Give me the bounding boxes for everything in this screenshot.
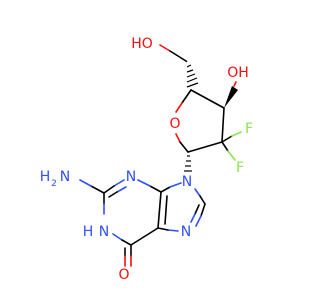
atom-label-n9: N [182,174,192,190]
bond-o-c1-c [179,141,189,153]
bond-c4-c3 [190,89,225,109]
bond-o-c1-o [175,133,181,143]
atom-label-nh2-sub: 2 [51,179,57,189]
bond-c4-n3-c [149,185,162,193]
atom-label-ho-primary: HO [131,36,153,52]
bond-n1-c6-n [112,233,123,241]
bond-c4-o-o [175,102,183,113]
bond-ho-c5prime-c [169,50,187,62]
atom-label-n1-h: H [83,224,94,240]
bond-c2-fu-c [221,135,233,143]
bond-n9-c8-n [194,188,201,197]
bond-c5-c4-b [164,195,168,225]
bond-n7-c5-c [157,227,169,231]
atom-label-f-lower: F [236,160,244,176]
stereo-hash-c1-n9 [184,155,192,172]
bond-c8-n7-c2 [194,204,200,215]
bond-n3-c2-c2 [108,191,118,198]
bond-c2-fu-f [231,131,242,137]
atom-label-f-upper: F [245,121,253,137]
stereo-wedge-c3-oh [224,86,238,108]
bond-c4-n9-c [160,186,171,193]
bond-c1-c2 [187,141,223,153]
bond-c4-n3-n [137,179,151,187]
bond-c8-n7-n2 [190,213,196,223]
bond-ho-c5prime-o [159,44,171,52]
bond-n1-c6-c [121,239,132,246]
bond-c2-nh2-n [79,179,92,187]
atom-label-n7: N [181,224,191,240]
bond-c2-fl-f [227,150,236,161]
bond-c2-nh2-c [90,185,105,194]
bond-n3-c2-c [103,185,115,194]
bond-c4-o-c [181,89,192,104]
bond-n3-c2-n2 [116,186,127,193]
bond-c5-c4 [157,191,162,229]
molecule-structure: HO OH O F F N N H 2 N N H N O [40,36,253,283]
bond-n9-c8-c [199,195,206,205]
bond-c8-n7-n [195,215,202,227]
bond-n3-c2-n [113,179,125,187]
bond-c8-n7-c [200,203,206,217]
bond-c3-oh-tip [233,81,237,87]
stereo-hash-c4 [185,60,199,88]
bond-c2-fl-c [221,141,229,152]
atom-label-oh-ring: OH [227,65,249,81]
bond-n7-c5-n [167,229,179,232]
bond-c3-c2 [221,107,225,143]
atom-label-o-ring: O [169,116,180,132]
atom-label-nh2-n: N [60,169,70,185]
atom-label-n3: N [126,169,136,185]
atom-label-o-carbonyl: O [118,267,129,283]
bond-c4-n9-n [169,182,182,188]
atom-label-nh2-h: H [40,169,51,185]
atom-label-n1: N [99,224,109,240]
bond-c6-c5 [130,227,159,246]
